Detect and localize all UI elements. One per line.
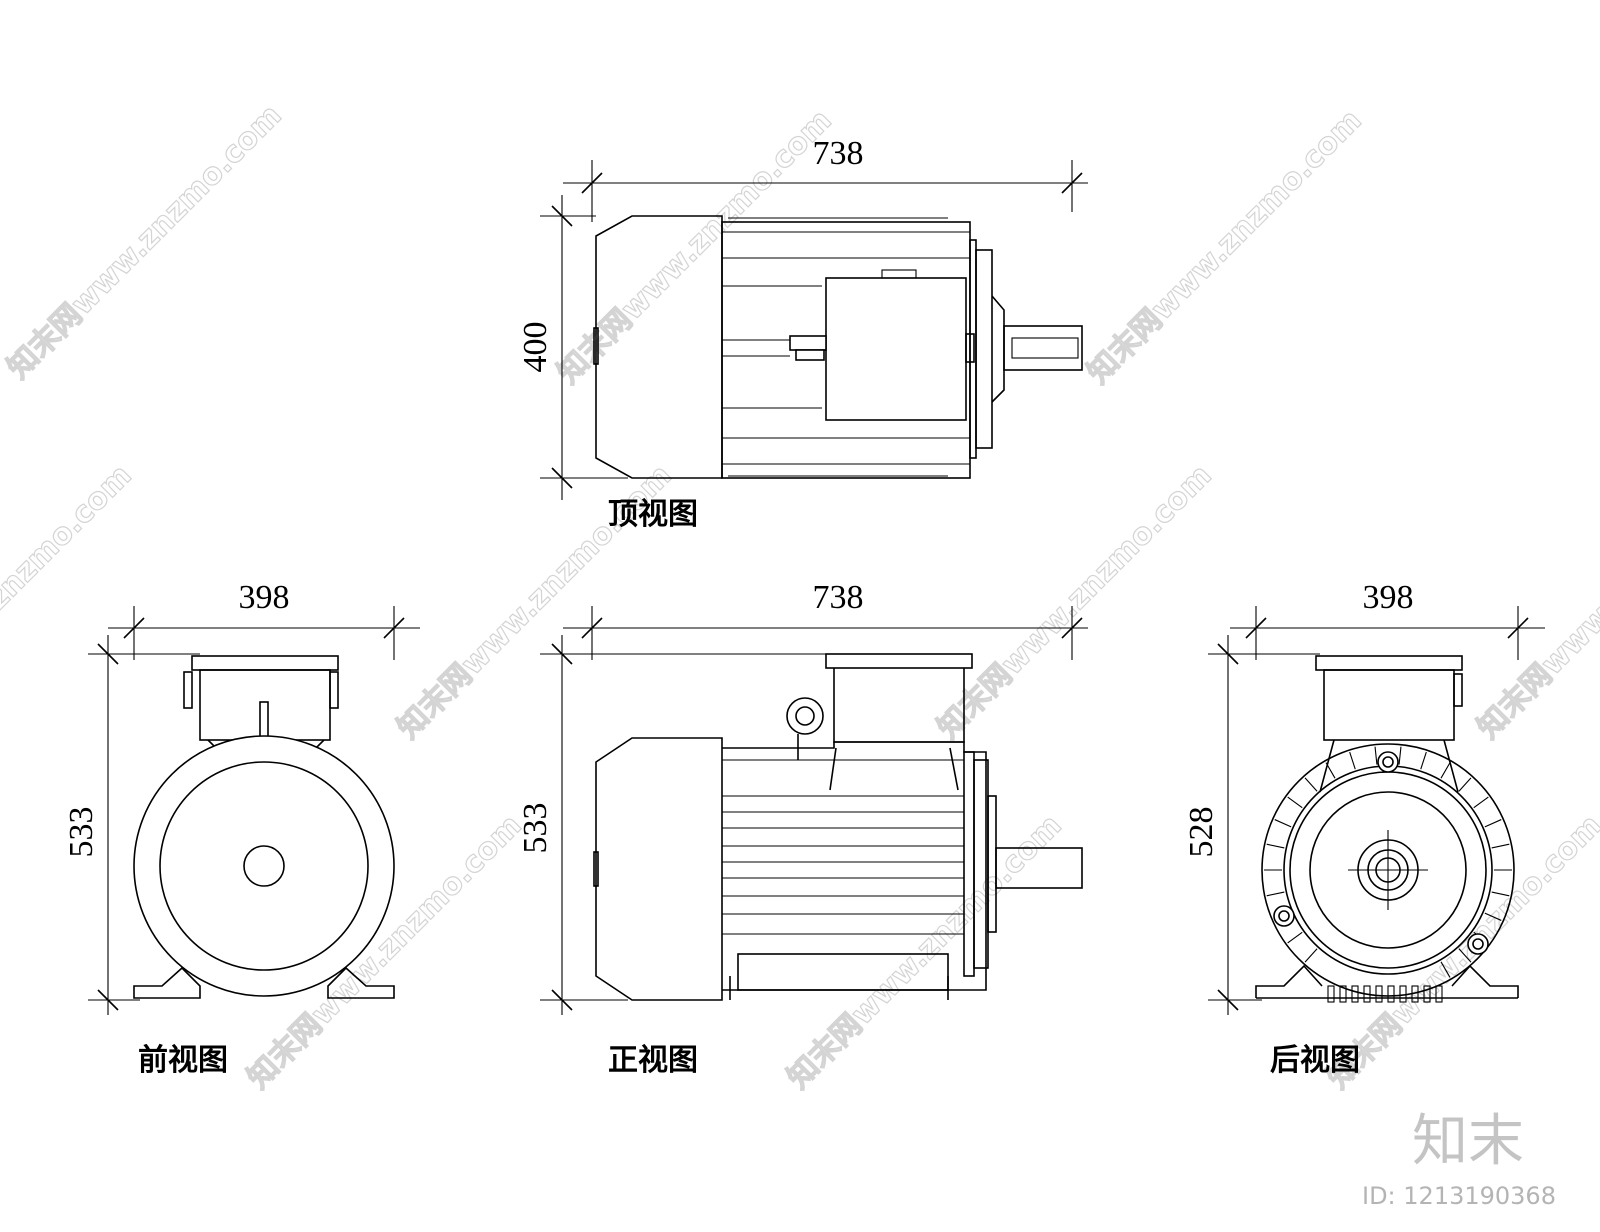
fin-line: [1491, 843, 1510, 849]
fin-line: [1473, 796, 1489, 809]
front-view-height-label: 533: [63, 807, 100, 858]
watermark-text: 知末网www.znzmo.com: [1471, 458, 1600, 746]
top-view-width-dimension: 738: [563, 135, 1088, 222]
front-view: 398 533 前视图: [63, 579, 420, 1078]
fin-line: [1325, 762, 1336, 779]
back-view-width-label: 398: [1363, 579, 1414, 616]
fin-line: [1304, 777, 1318, 792]
image-id-label: ID: 1213190368: [1362, 1182, 1556, 1210]
fin-line: [1266, 843, 1285, 849]
top-view-width-label: 738: [813, 135, 864, 172]
front-view-title: 前视图: [138, 1043, 228, 1078]
main-view-width-dimension: 738: [563, 579, 1088, 660]
fin-line: [1458, 777, 1472, 792]
front-view-width-dimension: 398: [108, 579, 420, 660]
main-view-height-label: 533: [517, 803, 554, 854]
main-view-height-dimension: 533: [517, 635, 826, 1015]
watermark-text: 知末网www.znzmo.com: [1081, 103, 1369, 391]
vent-slot: [1399, 985, 1407, 1003]
back-view-width-dimension: 398: [1230, 579, 1545, 660]
watermark-text: 知末网www.znzmo.com: [0, 458, 139, 746]
vent-slot: [1435, 985, 1443, 1003]
fin-line: [1287, 796, 1303, 809]
watermark-text: 知末网www.znzmo.com: [1, 98, 289, 386]
top-view-height-label: 400: [517, 322, 554, 373]
cooling-fins: [1264, 746, 1512, 978]
watermark-text: 知末网www.znzmo.com: [931, 458, 1219, 746]
back-view-height-dimension: 528: [1183, 635, 1320, 1015]
vent-slot: [1351, 985, 1359, 1003]
fin-line: [1491, 891, 1510, 897]
fin-line: [1349, 751, 1356, 770]
vent-slot: [1363, 985, 1371, 1003]
main-view-title: 正视图: [608, 1043, 698, 1078]
fin-line: [1374, 746, 1378, 765]
top-view-title: 顶视图: [608, 497, 698, 532]
watermark-text: 知末网www.znzmo.com: [781, 808, 1069, 1096]
vent-slot: [1387, 985, 1395, 1003]
vent-slot: [1375, 985, 1383, 1003]
vent-slot: [1411, 985, 1419, 1003]
fin-line: [1398, 746, 1402, 765]
top-view: 738 400 顶视: [517, 135, 1088, 532]
back-view: 398 528 后视: [1183, 579, 1545, 1078]
fin-line: [1458, 948, 1472, 963]
bottom-vents: [1327, 985, 1443, 1003]
fin-line: [1304, 948, 1318, 963]
front-view-height-dimension: 533: [63, 635, 200, 1015]
fin-line: [1287, 931, 1303, 944]
front-view-width-label: 398: [239, 579, 290, 616]
top-view-height-dimension: 400: [517, 195, 628, 500]
main-view-width-label: 738: [813, 579, 864, 616]
vent-slot: [1327, 985, 1335, 1003]
back-view-height-label: 528: [1183, 807, 1220, 858]
fin-line: [1420, 751, 1427, 770]
main-view: 738 533: [517, 579, 1088, 1078]
fin-line: [1274, 819, 1292, 828]
fin-line: [1484, 912, 1502, 921]
bolt-icon: [1377, 751, 1399, 773]
bolt-icon: [1467, 933, 1489, 955]
znzmo-logo: 知末: [1412, 1109, 1524, 1174]
fin-line: [1440, 961, 1451, 978]
fin-line: [1484, 819, 1502, 828]
bolt-icon: [1273, 905, 1295, 927]
vent-slot: [1339, 985, 1347, 1003]
fin-line: [1266, 891, 1285, 897]
back-view-title: 后视图: [1270, 1043, 1360, 1078]
fin-line: [1440, 762, 1451, 779]
vent-slot: [1423, 985, 1431, 1003]
